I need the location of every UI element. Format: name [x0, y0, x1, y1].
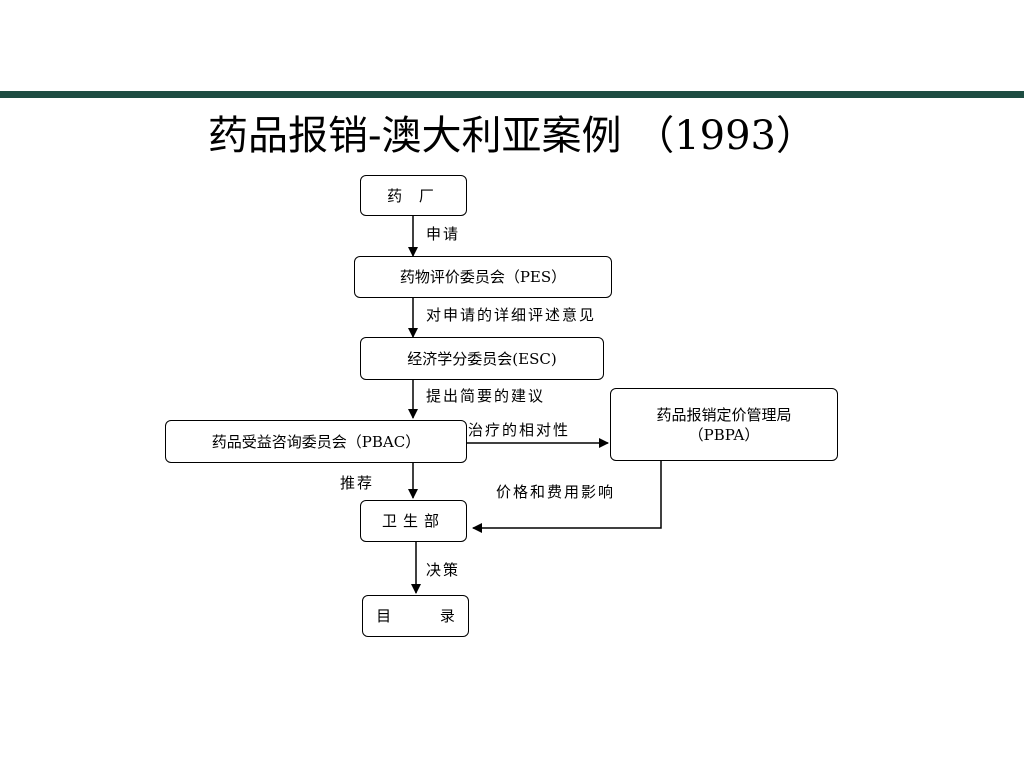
node-catalog: 目 录	[362, 595, 469, 637]
node-pbpa: 药品报销定价管理局 （PBPA）	[610, 388, 838, 461]
label-relative-efficacy: 治疗的相对性	[468, 421, 571, 439]
label-recommend: 推荐	[340, 474, 375, 492]
label-price-cost-impact: 价格和费用影响	[496, 483, 616, 501]
node-pes: 药物评价委员会（PES）	[354, 256, 612, 298]
node-drug-factory: 药 厂	[360, 175, 467, 216]
node-pbac: 药品受益咨询委员会（PBAC）	[165, 420, 467, 463]
node-pbpa-line2: （PBPA）	[688, 425, 760, 444]
arrow-pbpa-to-health-ministry	[472, 461, 662, 533]
label-apply: 申请	[426, 225, 461, 243]
top-divider	[0, 91, 1024, 98]
label-brief-advice: 提出简要的建议	[426, 387, 546, 405]
label-detailed-review: 对申请的详细评述意见	[426, 306, 597, 324]
node-esc: 经济学分委员会(ESC)	[360, 337, 604, 380]
label-decision: 决策	[426, 561, 461, 579]
node-health-ministry: 卫生部	[360, 500, 467, 542]
node-pbpa-line1: 药品报销定价管理局	[656, 405, 792, 424]
slide-title: 药品报销-澳大利亚案例 （1993）	[207, 113, 817, 159]
